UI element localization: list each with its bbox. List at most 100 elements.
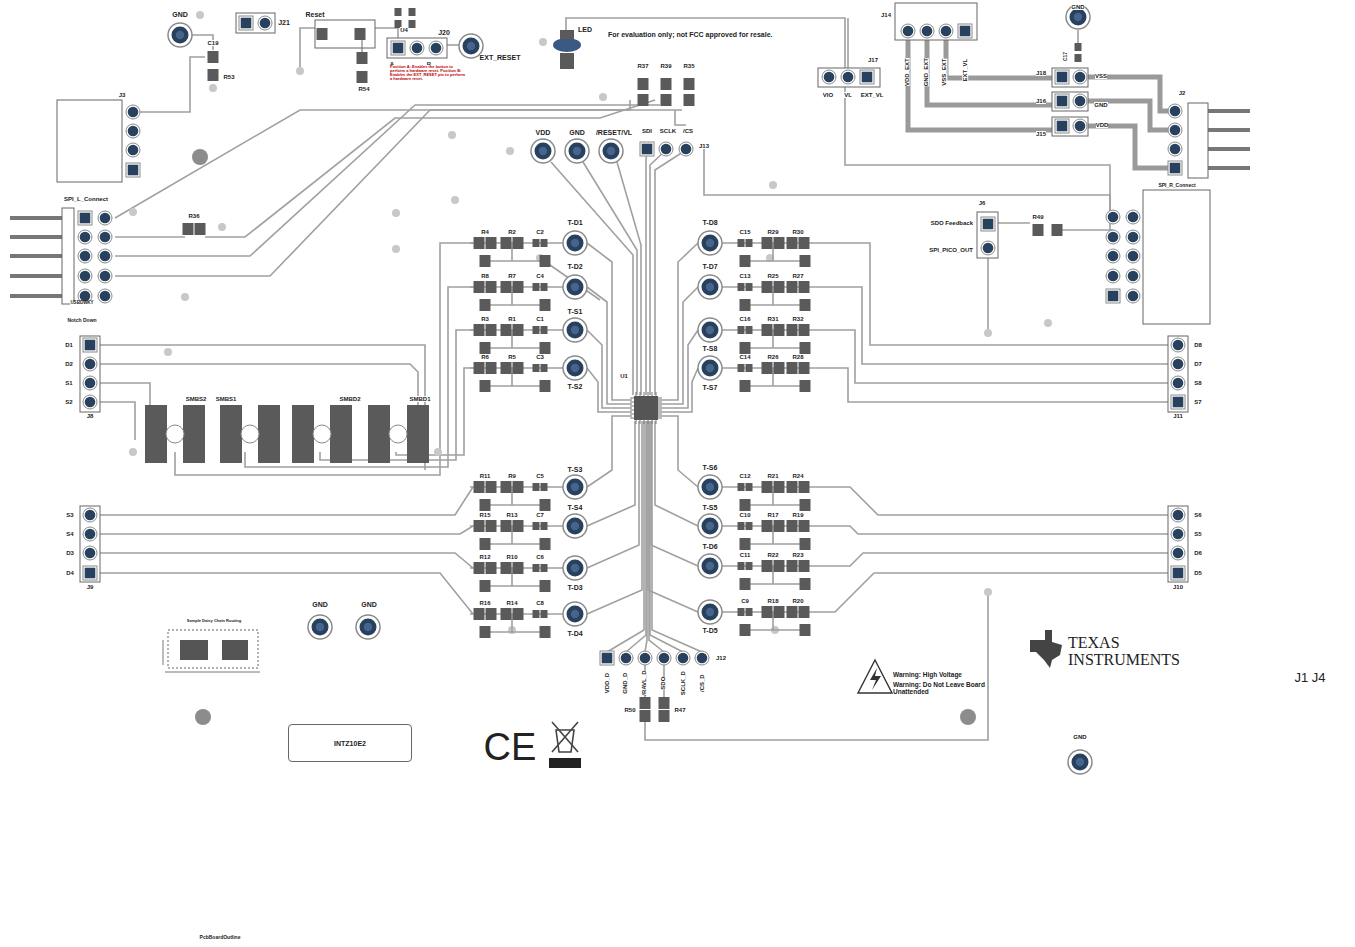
silk-label: VIO (823, 92, 833, 98)
silk-label: J20 (438, 29, 450, 36)
silk-label: D1 (65, 342, 73, 348)
silk-label: J12 (716, 655, 726, 661)
silk-label: D8 (1194, 342, 1202, 348)
silk-label: S5 (1194, 531, 1201, 537)
silk-label: SDO Feedback (931, 220, 973, 226)
silk-label: T-D7 (702, 263, 717, 270)
silk-label: R39 (660, 63, 671, 69)
silk-label: Warning: High Voltage (893, 672, 962, 679)
silk-label: J17 (868, 57, 878, 63)
silk-label: GND_D (623, 672, 629, 693)
silk-label: GND (361, 601, 377, 608)
silk-label: Position A: Enables the button to perfor… (390, 65, 468, 82)
silk-label: CE (484, 728, 537, 768)
silk-label: GND (312, 601, 328, 608)
silk-label: Reset (305, 11, 324, 18)
silk-label: C9 (741, 598, 749, 604)
silk-label: C6 (536, 554, 544, 560)
silk-label: T-S6 (703, 464, 718, 471)
silk-label: LED (578, 26, 592, 33)
silk-label: VDD (536, 129, 551, 136)
silk-label: SCLK_D (680, 671, 686, 695)
silk-label: S3 (66, 512, 73, 518)
silk-label: T-D3 (567, 584, 582, 591)
silk-label: R17 (767, 512, 778, 518)
silk-label: R4 (481, 229, 489, 235)
silk-label: J18 (1036, 70, 1046, 76)
silk-label: R54 (358, 86, 369, 92)
silk-label: TEXAS INSTRUMENTS (1068, 635, 1200, 669)
silk-label: S2 (65, 399, 72, 405)
silk-label: R11 (480, 473, 491, 479)
silk-label: S4 (66, 531, 73, 537)
silk-label: D5 (1194, 570, 1202, 576)
silk-label: R27 (792, 273, 803, 279)
silk-label: R23 (792, 552, 803, 558)
silk-label: T-S3 (568, 466, 583, 473)
silk-label: C10 (739, 512, 750, 518)
silk-label: PcbBoardOutline (200, 935, 241, 940)
silk-label: GND (569, 129, 585, 136)
silk-label: R3 (481, 316, 489, 322)
silk-label: R30 (792, 229, 803, 235)
silk-label: C13 (739, 273, 750, 279)
silk-label: R20 (792, 598, 803, 604)
silk-label: VSS_EXT (942, 58, 948, 85)
silk-label: C15 (739, 229, 750, 235)
silk-label: R50 (624, 707, 635, 713)
silk-label: R31 (767, 316, 778, 322)
silk-label: R6 (481, 354, 489, 360)
silk-label: VDD_EXT (904, 58, 910, 86)
silk-label: VDD (1096, 122, 1109, 128)
silk-label: T-S1 (568, 308, 583, 315)
silk-label: GND (1071, 4, 1084, 10)
silk-label: R15 (479, 512, 490, 518)
silk-label: J14 (881, 12, 891, 18)
silk-label: T-D4 (567, 630, 582, 637)
silk-label: R25 (767, 273, 778, 279)
silk-label: T-S4 (568, 504, 583, 511)
silk-label: C14 (739, 354, 750, 360)
silk-label: D7 (1194, 361, 1202, 367)
silk-label: SMBS1 (216, 396, 237, 402)
silk-label: D2 (65, 361, 73, 367)
silk-label: EXT_VL (962, 59, 968, 82)
silk-label: C2 (536, 229, 544, 235)
silk-label: R7 (508, 273, 516, 279)
silk-label: GND (1073, 734, 1086, 740)
silk-label: C12 (739, 473, 750, 479)
silk-label: J3 (119, 92, 126, 98)
box-text: INTZ10E2 (334, 740, 366, 747)
silk-label: R19 (792, 512, 803, 518)
silk-label: R36 (188, 213, 199, 219)
silk-label: R21 (767, 473, 778, 479)
silk-label: T-D8 (702, 219, 717, 226)
silk-label: SDI (642, 128, 652, 134)
silk-label: S6 (1194, 512, 1201, 518)
silk-label: S8 (1194, 380, 1201, 386)
silk-label: EXT_RESET (480, 54, 521, 61)
silk-label: J13 (699, 143, 709, 149)
silk-label: SDO (661, 676, 667, 689)
silk-label: J9 (87, 584, 94, 590)
silk-label: R9 (508, 473, 516, 479)
silk-label: R29 (767, 229, 778, 235)
silk-label: T-S7 (703, 384, 718, 391)
silk-label: R22 (767, 552, 778, 558)
silk-label: R13 (506, 512, 517, 518)
silk-label: T-S8 (703, 345, 718, 352)
silk-label: T-D1 (567, 219, 582, 226)
silk-label: C7 (536, 512, 544, 518)
silk-label: J11 (1173, 413, 1183, 419)
silk-label: GND (1094, 102, 1107, 108)
silk-label: J1 J4 (1294, 671, 1325, 685)
silk-label: C5 (536, 473, 544, 479)
silk-label: R2 (508, 229, 516, 235)
silk-label: T-S2 (568, 383, 583, 390)
silk-label: R10 (506, 554, 517, 560)
label-box: INTZ10E2 (288, 724, 412, 762)
silk-label: J15 (1036, 131, 1046, 137)
silk-label: SCLK (660, 128, 676, 134)
silk-label: R8 (481, 273, 489, 279)
silk-label: C17 (1063, 52, 1068, 61)
